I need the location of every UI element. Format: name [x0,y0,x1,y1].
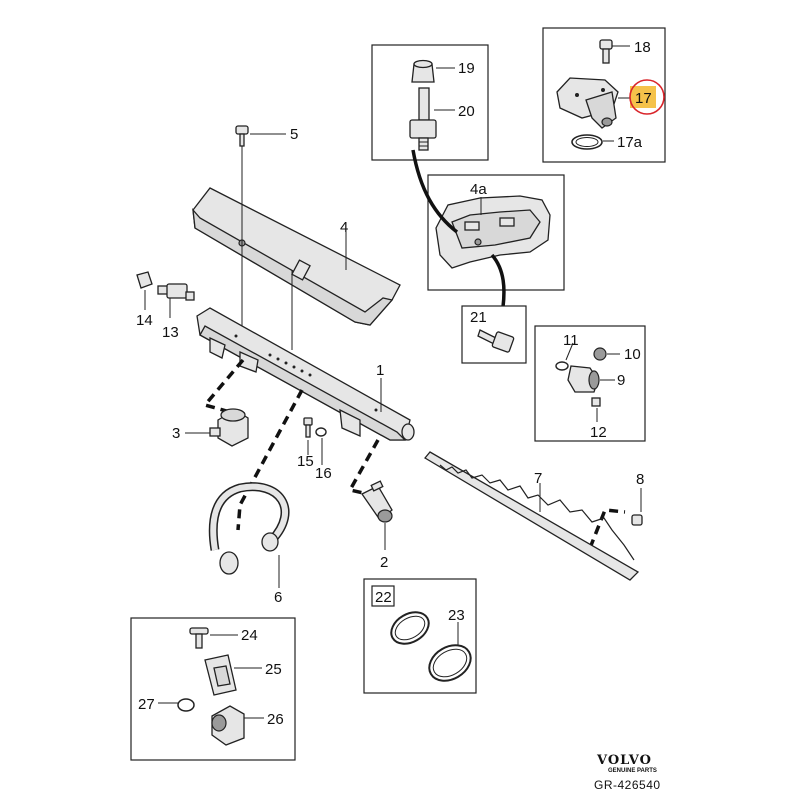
dash-rail-to-6 [236,389,304,531]
part-20-stud[interactable] [409,87,437,151]
label-24: 24 [241,627,258,644]
inset-box-21: 21 [461,305,527,364]
label-27: 27 [138,696,155,713]
brand-tagline: GENUINE PARTS [608,768,657,774]
part-5-bolt[interactable] [235,125,249,147]
label-17[interactable]: 17 [635,90,652,107]
label-5: 5 [290,126,298,143]
part-4a-cover[interactable] [435,195,551,269]
label-6: 6 [274,589,282,606]
label-22-frame [371,585,395,607]
label-23: 23 [448,607,465,624]
part-17a-o-ring[interactable] [571,134,603,150]
label-2: 2 [380,554,388,571]
label-3: 3 [172,425,180,442]
rail-holes [234,334,378,412]
brand-name: VOLVO [596,753,652,768]
part-15-bolt[interactable] [303,417,313,438]
part-2-injector[interactable] [361,480,393,523]
part-14-nut[interactable] [136,271,153,289]
label-20: 20 [458,103,475,120]
inset-box-17-18: 17 18 17a [542,27,666,163]
part-17-sensor[interactable] [556,77,619,129]
label-16: 16 [315,465,332,482]
part-3-damper[interactable] [209,408,249,447]
label-21: 21 [470,309,487,326]
label-12: 12 [590,424,607,441]
dash-rail-to-2 [347,439,380,497]
part-12-bolt[interactable] [591,397,601,407]
part-6-fuel-line[interactable] [208,482,290,575]
part-7-harness[interactable] [424,451,640,581]
part-26-connector[interactable] [211,705,245,746]
part-9-sensor[interactable] [567,365,600,393]
part-18-bolt[interactable] [599,39,613,64]
part-24-clip[interactable] [189,627,209,649]
inset-box-22-23: 22 23 [363,578,477,694]
label-26: 26 [267,711,284,728]
reference-code: GR-426540 [594,778,661,792]
part-23-seals[interactable] [386,606,477,688]
part-16-washer[interactable] [315,427,327,437]
dash-7-to-8 [588,508,626,549]
label-4: 4 [340,219,348,236]
inset-box-19-20: 19 20 [371,44,489,161]
label-25: 25 [265,661,282,678]
part-19-nut[interactable] [411,59,435,83]
part-21-bolt[interactable] [477,329,515,353]
dash-rail-to-3 [201,358,245,414]
part-25-retainer[interactable] [204,654,237,696]
inset-box-24-27: 24 25 27 26 [130,617,296,761]
label-17a: 17a [617,134,643,151]
inset-box-4a: 4a [427,174,565,291]
part-1-fuel-rail[interactable] [196,307,415,441]
label-1: 1 [376,362,384,379]
label-8: 8 [636,471,644,488]
label-11: 11 [563,332,579,349]
label-15: 15 [297,453,314,470]
part-10-cap[interactable] [593,347,607,361]
part-27-o-ring[interactable] [177,698,195,712]
label-7: 7 [534,470,542,487]
label-19: 19 [458,60,475,77]
label-13: 13 [162,324,179,341]
label-22: 22 [375,589,392,606]
connector-20-to-4a [411,149,459,234]
label-14: 14 [136,312,153,329]
part-8-bolt[interactable] [631,514,643,526]
highlight-17-circle [629,79,665,115]
label-9: 9 [617,372,625,389]
part-4-cover[interactable] [192,187,401,326]
label-4a: 4a [470,181,487,198]
highlight-17-fill [630,86,656,108]
part-13-valve[interactable] [157,283,195,301]
part-11-o-ring[interactable] [555,361,569,371]
label-10: 10 [624,346,641,363]
connector-4a-to-21 [490,253,506,308]
inset-box-9-12: 11 10 9 12 [534,325,646,442]
label-18: 18 [634,39,651,56]
